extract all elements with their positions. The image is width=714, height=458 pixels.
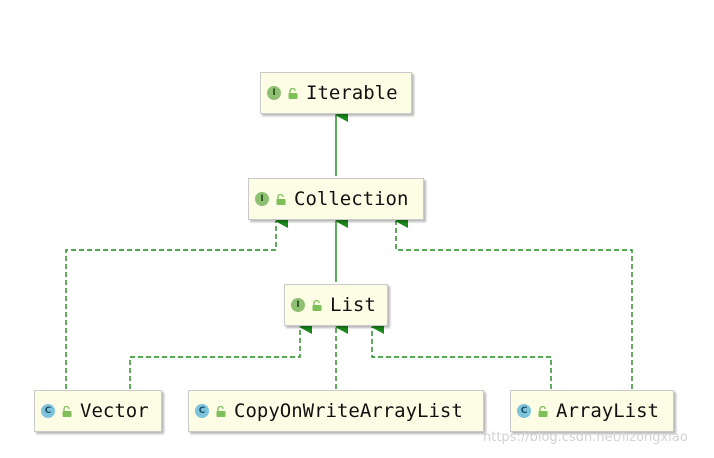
edge-vector-to-list (129, 320, 312, 389)
class-icon: C (517, 404, 531, 418)
node-list[interactable]: I List (284, 284, 388, 326)
node-iterable[interactable]: I Iterable (260, 72, 412, 114)
class-icon: C (41, 404, 55, 418)
node-collection[interactable]: I Collection (248, 178, 424, 220)
node-label: CopyOnWriteArrayList (234, 400, 463, 422)
watermark: https://blog.csdn.net/lizongxiao (483, 430, 688, 445)
interface-icon: I (267, 86, 281, 100)
node-arraylist[interactable]: C ArrayList (510, 390, 674, 432)
edge-arraylist-to-collection (395, 214, 633, 389)
interface-icon: I (255, 192, 269, 206)
node-copyonwritearraylist[interactable]: C CopyOnWriteArrayList (188, 390, 484, 432)
node-label: List (330, 294, 376, 316)
unlock-icon (62, 405, 72, 417)
node-label: Vector (80, 400, 149, 422)
class-icon: C (195, 404, 209, 418)
node-vector[interactable]: C Vector (34, 390, 162, 432)
edge-arraylist-to-list (371, 320, 552, 389)
unlock-icon (276, 193, 286, 205)
interface-icon: I (291, 298, 305, 312)
unlock-icon (538, 405, 548, 417)
node-label: ArrayList (556, 400, 659, 422)
unlock-icon (312, 299, 322, 311)
edge-vector-to-collection (65, 214, 288, 389)
node-label: Collection (294, 188, 409, 210)
unlock-icon (216, 405, 226, 417)
node-label: Iterable (306, 82, 398, 104)
unlock-icon (288, 87, 298, 99)
